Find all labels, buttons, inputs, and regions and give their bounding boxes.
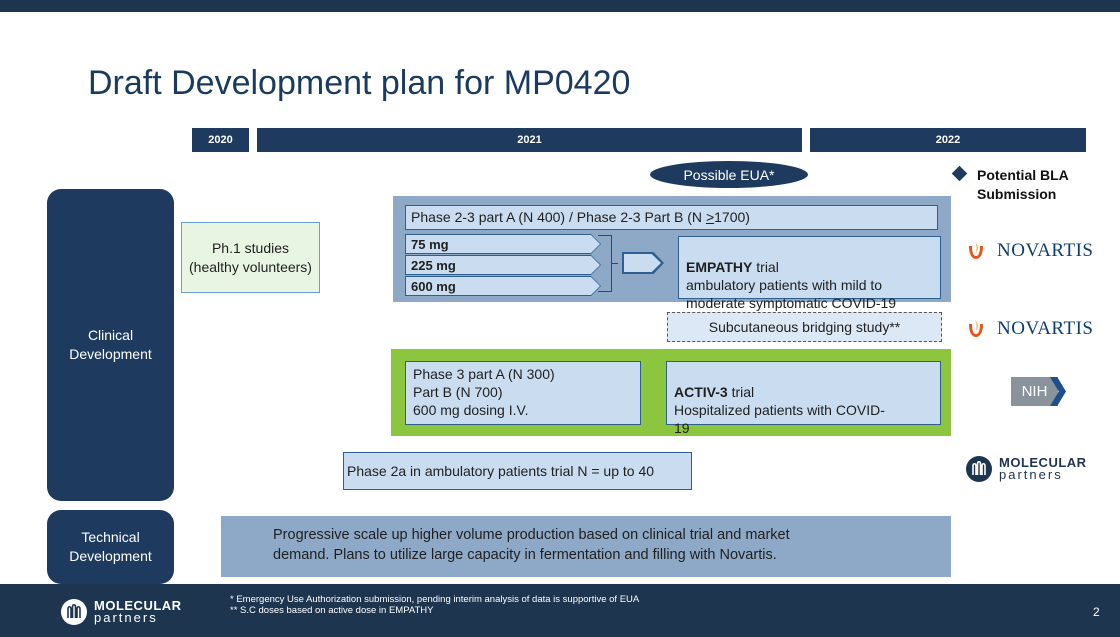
partners-text: partners	[999, 467, 1063, 482]
empathy-arrow	[624, 254, 661, 272]
molecular-partners-icon	[966, 456, 992, 482]
empathy-trial-name: EMPATHY	[686, 259, 753, 275]
dose-label-600: 600 mg	[406, 277, 600, 295]
novartis-logo-1: NOVARTIS	[965, 240, 1093, 262]
technical-development-block: Technical Development	[47, 510, 174, 584]
novartis-wordmark-2: NOVARTIS	[997, 318, 1094, 339]
novartis-logo-2: NOVARTIS	[965, 318, 1093, 340]
molecular-text: MOLECULAR	[999, 455, 1087, 470]
empathy-trial-suffix: trial	[752, 259, 779, 275]
footer-bar	[0, 584, 1120, 637]
year-bar-2022: 2022	[810, 128, 1086, 152]
footnotes: * Emergency Use Authorization submission…	[230, 594, 640, 616]
technical-development-bar: Progressive scale up higher volume produ…	[221, 516, 951, 577]
bla-label: Potential BLA Submission	[977, 167, 1069, 202]
empathy-phase-header: Phase 2-3 part A (N 400) / Phase 2-3 Par…	[405, 205, 938, 230]
activ3-phase-box: Phase 3 part A (N 300) Part B (N 700) 60…	[405, 361, 641, 425]
activ3-trial-suffix: trial	[727, 384, 755, 400]
dose-label-225: 225 mg	[406, 256, 600, 274]
dose-bracket-tip	[612, 263, 618, 264]
dose-arrow-75: 75 mg	[405, 234, 601, 254]
slide-title: Draft Development plan for MP0420	[88, 64, 631, 102]
phase2a-box: Phase 2a in ambulatory patients trial N …	[343, 452, 692, 490]
empathy-header-pre: Phase 2-3 part A (N 400) / Phase 2-3 Par…	[411, 209, 706, 225]
nih-logo: NIH	[1011, 377, 1058, 406]
dose-arrow-600: 600 mg	[405, 276, 601, 296]
empathy-header-post: 1700)	[714, 209, 750, 225]
footer-molecular-partners-logo: MOLECULAR partners	[60, 598, 182, 626]
footer-molecular-partners-wordmark: MOLECULAR partners	[94, 598, 182, 625]
molecular-partners-icon	[61, 599, 87, 625]
empathy-header-geq: >	[705, 209, 715, 225]
novartis-flame-icon	[969, 320, 983, 337]
clinical-development-block: Clinical Development	[47, 189, 174, 501]
top-banner	[0, 0, 1120, 12]
activ3-trial-desc: Hospitalized patients with COVID- 19	[674, 402, 885, 436]
footer-molecular-text: MOLECULAR	[94, 598, 182, 613]
dose-label-75: 75 mg	[406, 235, 600, 253]
molecular-partners-logo: MOLECULAR partners	[965, 455, 1087, 483]
novartis-flame-icon	[969, 242, 983, 259]
dose-arrow-225: 225 mg	[405, 255, 601, 275]
footer-partners-text: partners	[94, 610, 158, 625]
molecular-partners-wordmark: MOLECULAR partners	[999, 455, 1087, 482]
empathy-trial-desc: ambulatory patients with mild to moderat…	[686, 277, 897, 311]
year-bar-2021: 2021	[257, 128, 802, 152]
empathy-trial-box: EMPATHY trial ambulatory patients with mi…	[678, 236, 941, 311]
ph1-studies-box: Ph.1 studies (healthy volunteers)	[181, 222, 320, 293]
dose-bracket	[598, 235, 612, 292]
eua-badge: Possible EUA*	[650, 161, 808, 188]
novartis-wordmark-1: NOVARTIS	[997, 240, 1094, 261]
activ3-trial-name: ACTIV-3	[674, 384, 728, 400]
page-number: 2	[1093, 605, 1100, 619]
year-bar-2020: 2020	[192, 128, 249, 152]
bridging-study-box: Subcutaneous bridging study**	[667, 312, 942, 342]
bla-milestone-diamond	[951, 165, 968, 182]
